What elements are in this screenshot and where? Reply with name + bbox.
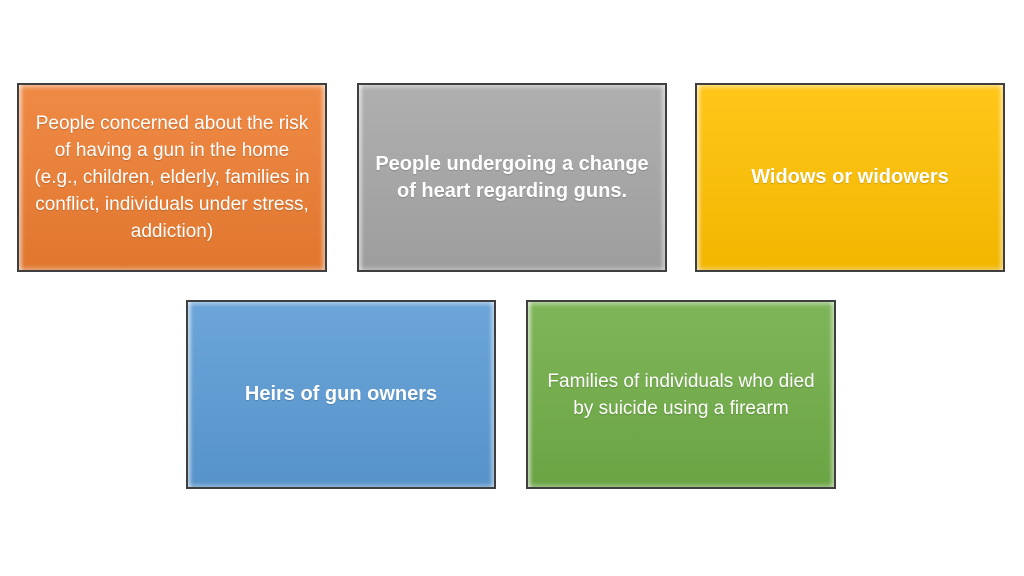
diagram-box-label: People concerned about the risk of havin…	[34, 113, 310, 242]
diagram-box-widows-widowers: Widows or widowers	[695, 83, 1005, 272]
diagram-box-change-of-heart: People undergoing a change of heart rega…	[357, 83, 667, 272]
diagram-box-label: People undergoing a change of heart rega…	[375, 152, 649, 202]
diagram-box-label: Families of individuals who died by suic…	[547, 370, 815, 419]
diagram-box-families-of-suicide-victims: Families of individuals who died by suic…	[526, 300, 836, 489]
diagram-box-concerned-about-risk: People concerned about the risk of havin…	[17, 83, 327, 272]
diagram-box-heirs-of-gun-owners: Heirs of gun owners	[186, 300, 496, 489]
diagram-box-label: Widows or widowers	[751, 166, 949, 188]
diagram-box-label: Heirs of gun owners	[244, 383, 438, 405]
